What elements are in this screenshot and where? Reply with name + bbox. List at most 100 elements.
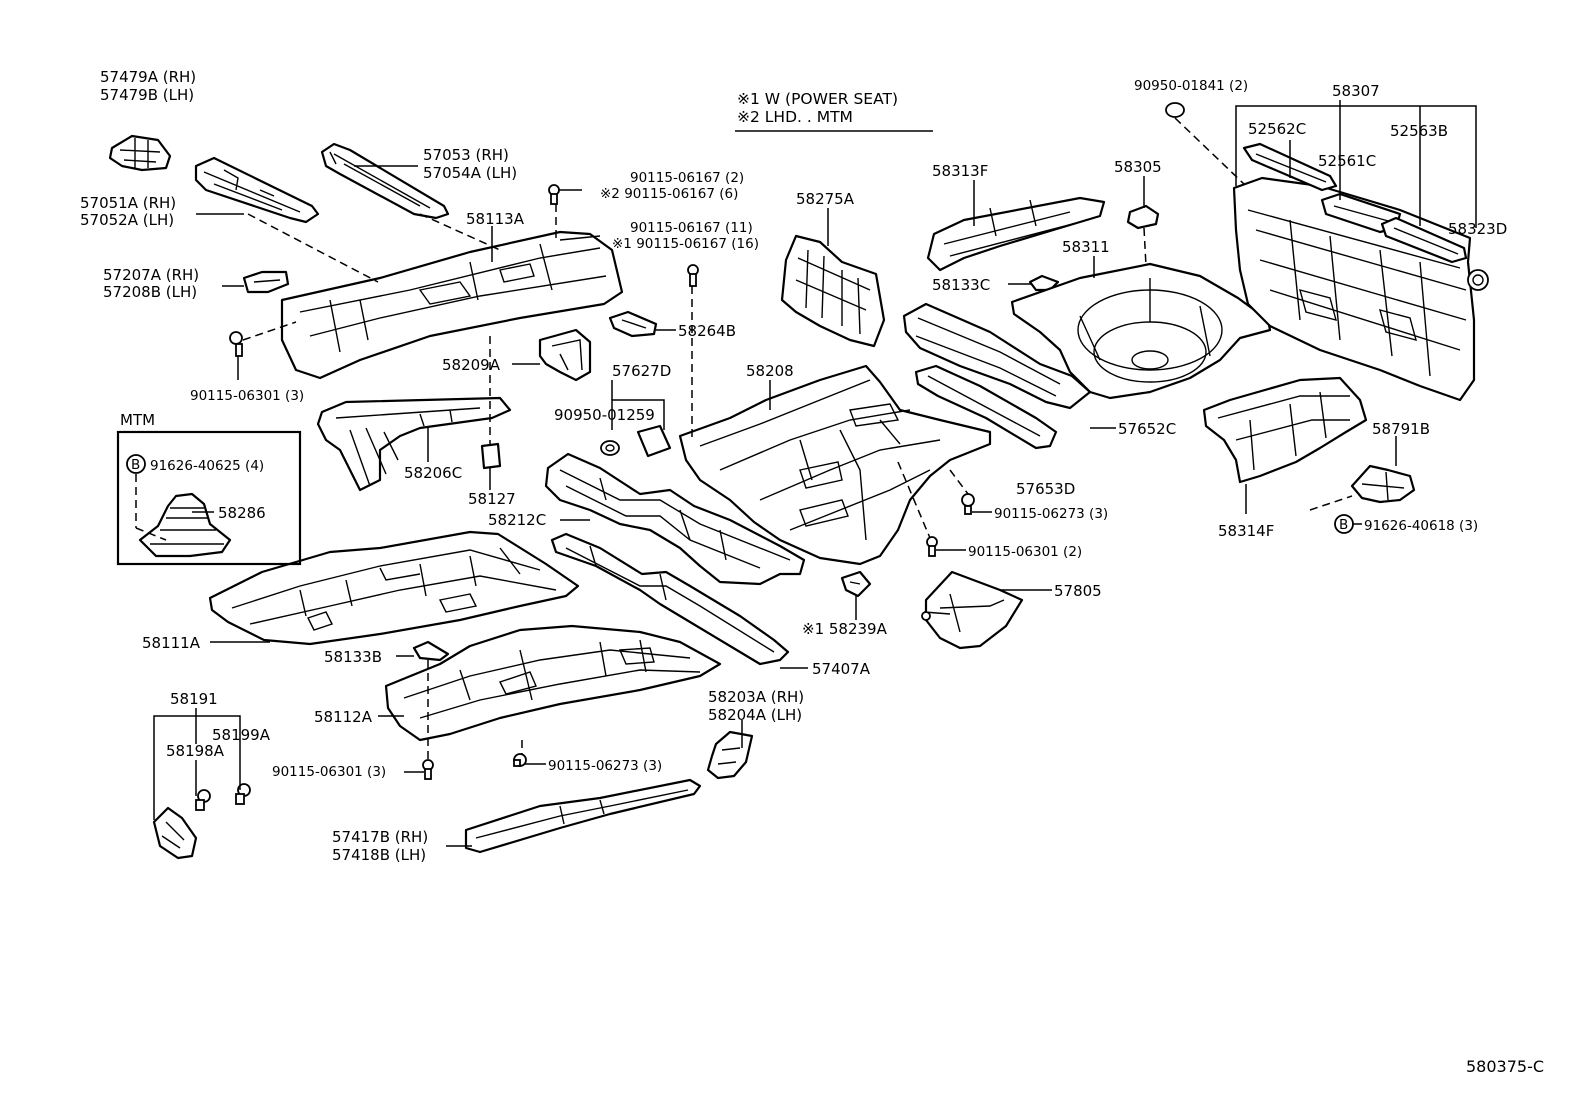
part-58111a-front-floor (208, 530, 580, 646)
leader-lines (135, 100, 1477, 847)
callout-58311: 58311 (1062, 238, 1110, 256)
callout-90950-01259: 90950-01259 (554, 406, 655, 424)
circle-b-marker-40618: B (1334, 514, 1354, 534)
callout-58305: 58305 (1114, 158, 1162, 176)
callout-91626-40618: 91626-40618 (3) (1364, 518, 1478, 534)
callout-58313f: 58313F (932, 162, 988, 180)
mtm-inset: MTM (116, 411, 302, 566)
callout-52561c: 52561C (1318, 152, 1376, 170)
callout-57653d: 57653D (1016, 480, 1075, 498)
callout-58791b: 58791B (1372, 420, 1430, 438)
part-57207a-bracket (242, 270, 290, 294)
callout-57417b: 57417B (RH) (332, 828, 428, 846)
callout-90115-06273-3-lower: 90115-06273 (3) (548, 758, 662, 774)
part-58209a-bracket (538, 328, 592, 382)
callout-58198a: 58198A (166, 742, 225, 760)
callout-90115-06301-3-upper: 90115-06301 (3) (190, 388, 304, 404)
part-58275a-panel (780, 234, 886, 348)
part-90950-01259-plug (600, 440, 620, 456)
part-58313f-panel (926, 196, 1106, 272)
part-57627d-pad (636, 424, 672, 458)
bolt-90115-06273-right (961, 493, 975, 515)
callout-58208: 58208 (746, 362, 794, 380)
callout-57407a: 57407A (812, 660, 871, 678)
callout-58204a: 58204A (LH) (708, 706, 802, 724)
legend: ※1 W (POWER SEAT) ※2 LHD. . MTM (735, 90, 933, 132)
part-58133b-bracket (412, 640, 450, 662)
callout-58264b: 58264B (678, 322, 736, 340)
part-58199a-clip (235, 783, 251, 805)
callout-57053: 57053 (RH) (423, 146, 509, 164)
callout-57627d: 57627D (612, 362, 671, 380)
svg-text:B: B (131, 457, 140, 473)
callout-58111a: 58111A (142, 634, 201, 652)
part-90950-01841-plug (1165, 102, 1185, 118)
callout-52562c: 52562C (1248, 120, 1306, 138)
callout-58203a: 58203A (RH) (708, 688, 804, 706)
callout-90115-06301-3-lower: 90115-06301 (3) (272, 764, 386, 780)
callout-90950-01841: 90950-01841 (2) (1134, 78, 1248, 94)
callout-57051a: 57051A (RH) (80, 194, 176, 212)
callout-58209a: 58209A (442, 356, 501, 374)
part-58206c-support (316, 396, 512, 492)
callout-58133c: 58133C (932, 276, 990, 294)
callout-90115-06167-6: ※2 90115-06167 (6) (600, 186, 738, 202)
callout-58199a: 58199A (212, 726, 271, 744)
part-58127-plate (480, 442, 502, 470)
callout-58127: 58127 (468, 490, 516, 508)
callout-91626-40625: 91626-40625 (4) (150, 458, 264, 474)
part-57652c-panel (902, 302, 1092, 410)
callout-58191: 58191 (170, 690, 218, 708)
callout-57479b: 57479B (LH) (100, 86, 194, 104)
mtm-inset-title: MTM (120, 411, 155, 429)
bolt-90115-06301-right (926, 536, 938, 557)
bolt-90115-06273-lower (513, 753, 527, 767)
callout-90115-06167-16: ※1 90115-06167 (16) (612, 236, 759, 252)
part-58113a-floor-center (280, 230, 624, 380)
bolt-90115-06301-upper (229, 331, 243, 357)
callout-58239a: ※1 58239A (802, 620, 888, 638)
bolt-90115-06301-lower (422, 759, 434, 780)
mtm-inset-frame (116, 430, 302, 566)
diagram-code: 580375-C (1466, 1057, 1544, 1076)
part-58133c-bracket (1028, 274, 1060, 292)
part-58112a-front-floor (384, 624, 722, 742)
callout-58323d: 58323D (1448, 220, 1507, 238)
callout-52563b: 52563B (1390, 122, 1448, 140)
part-58264b-patch (608, 310, 658, 338)
part-58212c-tunnel-member (544, 452, 806, 586)
part-57417b-rocker (464, 778, 702, 854)
callout-58112a: 58112A (314, 708, 373, 726)
callout-57652c: 57652C (1118, 420, 1176, 438)
legend-note-2: ※2 LHD. . MTM (737, 108, 853, 126)
callout-57052a: 57052A (LH) (80, 211, 174, 229)
part-57051a-reinforcement (194, 156, 320, 224)
part-58791b-bracket (1350, 464, 1416, 504)
callout-58286: 58286 (218, 504, 266, 522)
part-58208-rear-floor (678, 364, 992, 566)
part-58191-bracket (152, 806, 198, 860)
callout-90115-06273-3: 90115-06273 (3) (994, 506, 1108, 522)
part-57805-bracket (921, 570, 1024, 650)
part-57479a-bracket (108, 134, 172, 172)
bolt-90115-06167-lower (687, 264, 699, 287)
callout-57208b: 57208B (LH) (103, 283, 197, 301)
circle-b-marker-40625: B (126, 454, 146, 474)
callout-57054a: 57054A (LH) (423, 164, 517, 182)
callout-57207a: 57207A (RH) (103, 266, 199, 284)
callout-58133b: 58133B (324, 648, 382, 666)
callout-58206c: 58206C (404, 464, 462, 482)
callout-90115-06167-11: 90115-06167 (11) (630, 220, 753, 236)
part-57653d-member (914, 364, 1058, 450)
callout-57479a: 57479A (RH) (100, 68, 196, 86)
callout-58113a: 58113A (466, 210, 525, 228)
callout-58314f: 58314F (1218, 522, 1274, 540)
part-57053-member (320, 142, 450, 220)
part-58198a-clip (195, 789, 211, 811)
callout-58307: 58307 (1332, 82, 1380, 100)
part-shapes (108, 102, 1489, 860)
part-58305-clip (1126, 204, 1160, 230)
callout-57418b: 57418B (LH) (332, 846, 426, 864)
bolt-90115-06167-upper (548, 184, 560, 205)
callout-labels: 57479A (RH) 57479B (LH) 57051A (RH) 5705… (80, 68, 1507, 864)
